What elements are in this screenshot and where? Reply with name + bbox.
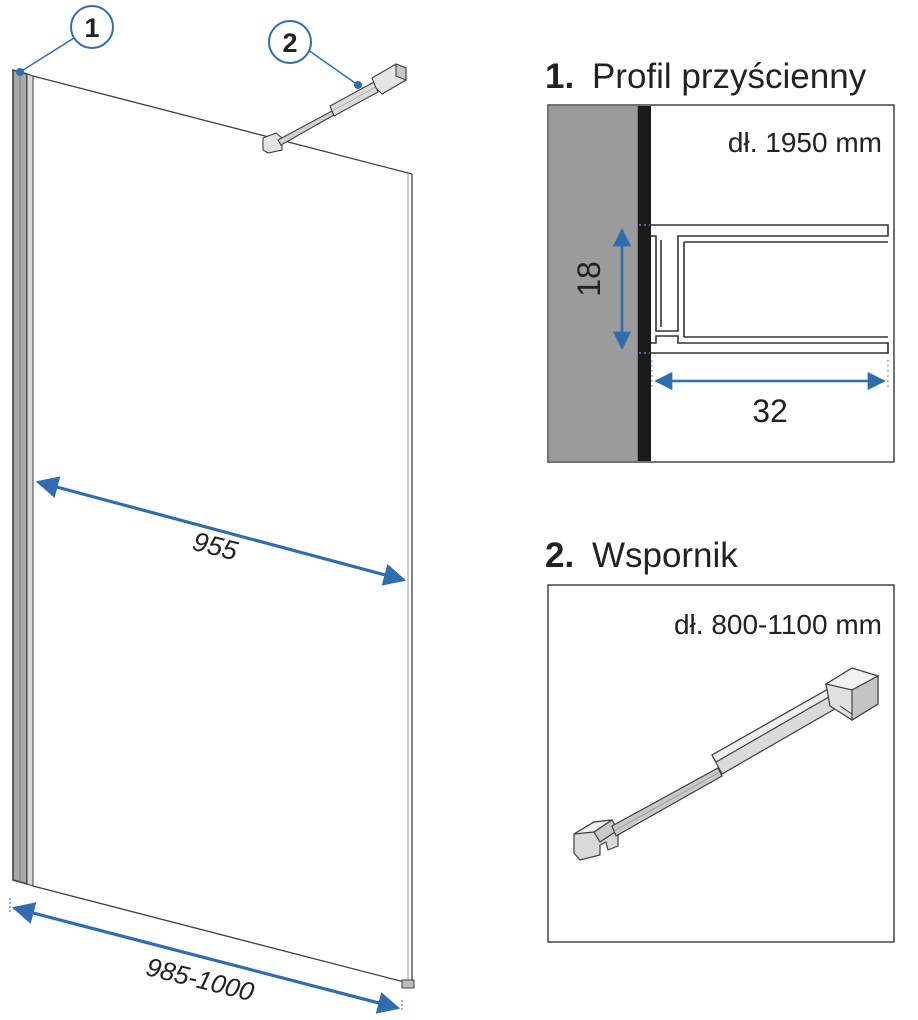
bracket-heading: 2. Wspornik (545, 536, 738, 575)
overall-width-label: 985-1000 (143, 951, 257, 1007)
profile-heading: 1. Profil przyścienny (545, 57, 867, 96)
profile-title: Profil przyścienny (592, 57, 867, 96)
bracket-length: dł. 800-1100 mm (674, 609, 882, 640)
overall-width-dimension: 985-1000 (9, 898, 403, 1014)
profile-number: 1. (545, 57, 574, 96)
panel-foot (401, 979, 415, 989)
u-profile-section (651, 224, 889, 354)
callout-2: 2 (268, 20, 362, 89)
glass-panel-drawing: 1 2 955 985-1000 (9, 5, 415, 1014)
profile-depth-dimension: 18 (571, 224, 650, 354)
bracket-title: Wspornik (592, 536, 738, 575)
callout-2-label: 2 (282, 28, 297, 58)
top-bracket (262, 63, 407, 154)
glass-width-label: 955 (190, 526, 242, 566)
glass-width-dimension: 955 (35, 476, 407, 586)
callout-1: 1 (16, 5, 114, 76)
bracket-detail: 2. Wspornik dł. 800-1100 mm (545, 536, 895, 943)
bracket-illustration (573, 667, 880, 861)
profile-detail: 1. Profil przyścienny dł. 1950 mm 18 (545, 57, 895, 463)
profile-back-plate (638, 106, 651, 461)
profile-width-label: 32 (752, 393, 788, 429)
wall-profile (12, 68, 34, 887)
profile-width-dimension: 32 (651, 360, 889, 429)
callout-1-label: 1 (84, 13, 99, 43)
profile-length: dł. 1950 mm (728, 127, 882, 158)
profile-depth-label: 18 (571, 261, 607, 297)
bracket-number: 2. (545, 536, 574, 575)
